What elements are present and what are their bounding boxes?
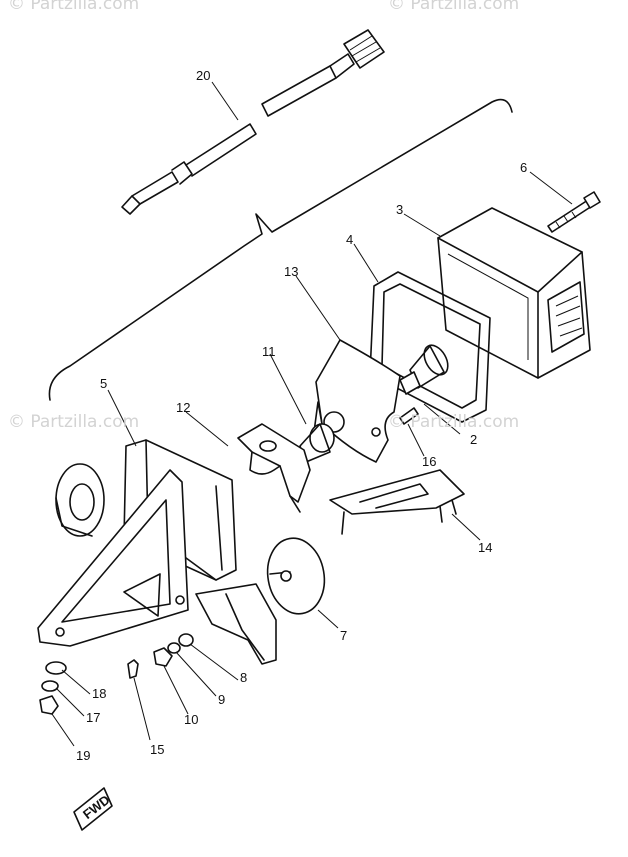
watermark-mid-right: © Partzilla.com <box>388 412 520 432</box>
watermark-mid-left: © Partzilla.com <box>8 412 140 432</box>
watermark-top-right: © Partzilla.com <box>388 0 520 14</box>
callout-10: 10 <box>184 712 198 727</box>
callout-2: 2 <box>470 432 477 447</box>
bulb <box>399 344 449 395</box>
leader-lines <box>51 81 573 747</box>
callout-18: 18 <box>92 686 106 701</box>
callout-8: 8 <box>240 670 247 685</box>
callout-13: 13 <box>284 264 298 279</box>
callout-5: 5 <box>100 376 107 391</box>
callout-15: 15 <box>150 742 164 757</box>
callout-4: 4 <box>346 232 353 247</box>
reflector-left <box>55 463 105 537</box>
lower-bracket <box>195 583 277 665</box>
screw <box>547 191 601 233</box>
watermark-top-left: © Partzilla.com <box>8 0 140 14</box>
bolt-15 <box>127 659 139 679</box>
callout-11: 11 <box>262 344 276 359</box>
nut-10 <box>153 647 173 667</box>
callout-16: 16 <box>422 454 436 469</box>
reflector-right <box>266 537 326 615</box>
callout-9: 9 <box>218 692 225 707</box>
callout-7: 7 <box>340 628 347 643</box>
callout-19: 19 <box>76 748 90 763</box>
tail-light-lens <box>437 207 591 379</box>
washer-18 <box>45 661 67 675</box>
assembly-bracket <box>48 98 513 401</box>
wire-harness <box>121 29 385 215</box>
reflector-plate <box>313 339 401 463</box>
socket <box>299 423 335 463</box>
lock-washer-17 <box>41 680 59 692</box>
mount-bracket <box>237 423 311 513</box>
callout-20: 20 <box>196 68 210 83</box>
lock-washer-9 <box>167 642 181 654</box>
nut-19 <box>39 695 59 715</box>
license-plate-bracket <box>37 439 237 647</box>
callout-3: 3 <box>396 202 403 217</box>
holder <box>329 469 465 535</box>
forward-arrow-icon: FWD <box>73 787 113 831</box>
washer-8 <box>178 633 194 647</box>
callout-14: 14 <box>478 540 492 555</box>
callout-12: 12 <box>176 400 190 415</box>
callout-17: 17 <box>86 710 100 725</box>
callout-6: 6 <box>520 160 527 175</box>
screw-small <box>399 407 419 425</box>
